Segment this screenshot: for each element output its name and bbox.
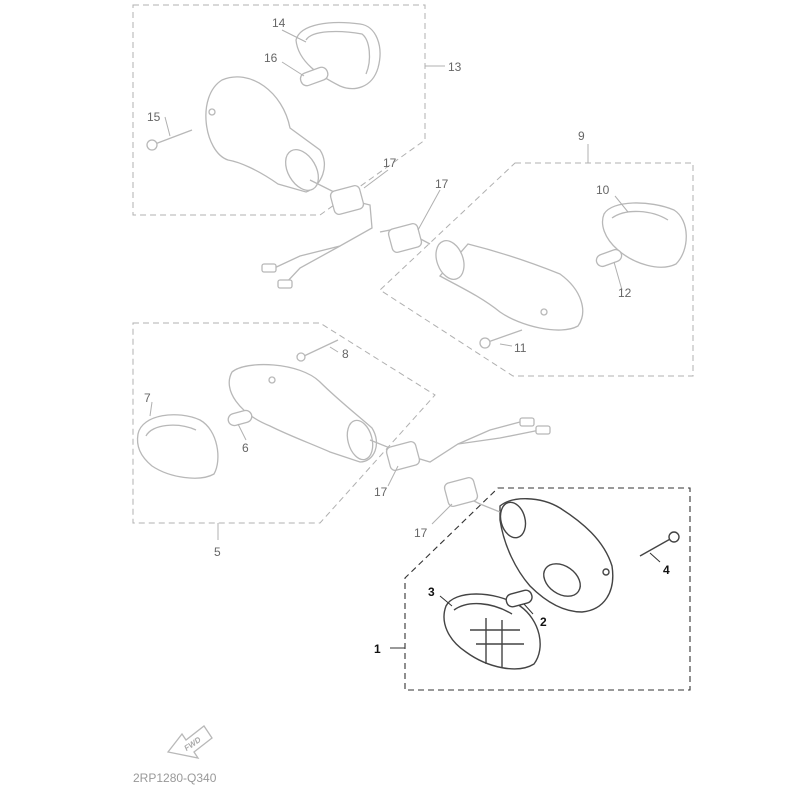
part-label-17-d: 17 [414,526,428,540]
connector-b [277,279,293,289]
bulb-12 [595,248,623,268]
screw-hole-1 [602,568,610,576]
screw-4-head[interactable] [668,531,680,543]
lens-14-inner [305,30,371,75]
lens-3[interactable] [443,593,541,670]
part-label-9: 9 [578,129,585,143]
part-label-5: 5 [214,545,221,559]
part-label-16: 16 [264,51,278,65]
assembly-13-group [146,21,381,193]
screw-hole-9 [540,308,548,316]
assembly-9-group [435,202,687,349]
assembly-5-group [136,339,377,479]
part-label-1[interactable]: 1 [374,642,381,656]
screw-15-shaft [154,129,193,145]
bulb-2[interactable] [505,589,533,608]
part-label-17-c: 17 [374,485,388,499]
grommet-17-d [443,477,479,507]
housing-1-socket [499,501,527,539]
part-label-11: 11 [514,341,527,355]
housing-1[interactable] [499,498,614,613]
housing-9-socket [435,240,465,280]
screw-hole-13 [208,108,216,116]
part-label-15: 15 [147,110,161,124]
grommet-17-b [387,223,423,253]
bulb-16 [299,66,329,87]
screw-hole-5 [268,376,276,384]
wiring-harness [261,179,551,513]
lens-10-inner [611,210,669,221]
fwd-arrow-icon: FWD [166,725,213,759]
screw-11-head [479,337,491,349]
part-label-2[interactable]: 2 [540,615,547,629]
screw-4-shaft [639,537,673,557]
assembly-1-group[interactable] [443,498,680,670]
part-label-3[interactable]: 3 [428,585,435,599]
connector-d [535,425,551,435]
lens-7-inner [145,424,197,437]
part-label-7: 7 [144,391,151,405]
part-label-17-a: 17 [383,156,397,170]
assembly-5-box [132,322,436,524]
housing-5 [228,364,377,463]
lens-3-grid [470,618,524,668]
screw-8-head [296,352,306,362]
wire-upper-2 [284,245,341,285]
housing-9 [438,243,584,331]
housing-1-opening [543,563,581,597]
screw-15-head [146,139,158,151]
screw-11-shaft [487,329,523,343]
part-label-14: 14 [272,16,286,30]
screw-8-shaft [303,339,339,357]
housing-5-socket [346,419,374,461]
part-label-6: 6 [242,441,249,455]
wire-lower-2 [457,429,541,445]
lens-7 [136,414,219,479]
part-label-8: 8 [342,347,349,361]
leader-lines [149,29,661,649]
part-label-4[interactable]: 4 [663,563,670,577]
part-label-13: 13 [448,60,462,74]
assembly-13-box [132,4,426,216]
grommet-17-a [329,185,365,215]
part-label-10: 10 [596,183,610,197]
diagram-code: 2RP1280-Q340 [133,771,217,785]
assembly-9-box [379,162,694,377]
assembly-1-box[interactable] [404,487,691,691]
part-label-17-b: 17 [435,177,449,191]
lens-3-inner [453,602,513,615]
connector-c [519,417,535,427]
part-label-12: 12 [618,286,632,300]
bulb-6 [227,409,253,427]
connector-a [261,263,277,273]
grommet-17-c [385,441,421,471]
